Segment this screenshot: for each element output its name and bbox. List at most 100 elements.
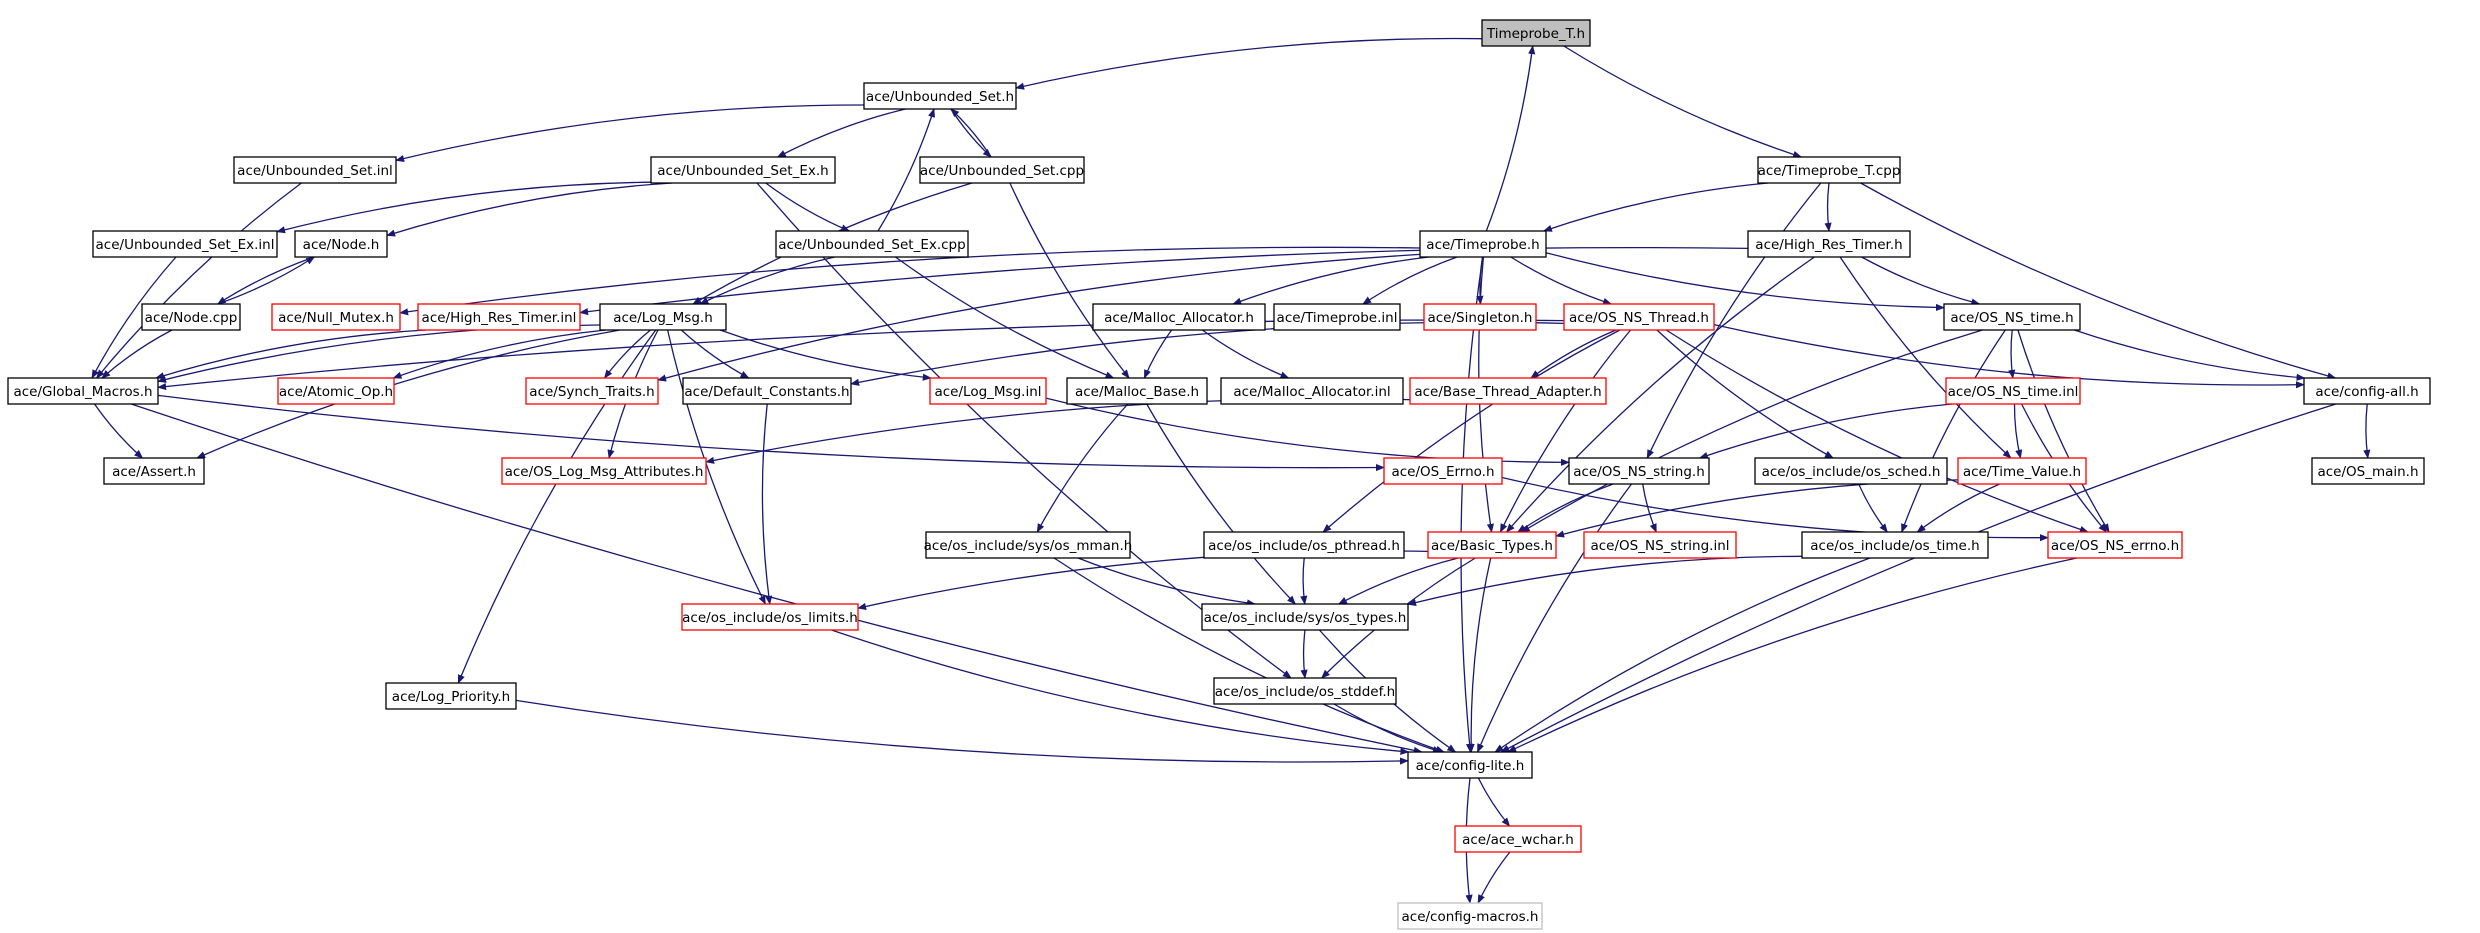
edge-os-ns-thread-h-to-os-ns-errno-h	[1665, 329, 2089, 533]
graph-node-os-log-msg-attributes-h[interactable]: ace/OS_Log_Msg_Attributes.h	[501, 457, 707, 485]
edge-os-ns-thread-h-to-base-thread-adapter-h	[1530, 329, 1617, 379]
node-label: ace/Timeprobe_T.cpp	[1758, 163, 1901, 179]
node-label: ace/OS_NS_Thread.h	[1569, 310, 1709, 326]
graph-node-os-ns-string-h[interactable]: ace/OS_NS_string.h	[1568, 457, 1710, 485]
graph-node-unbounded-set-cpp[interactable]: ace/Unbounded_Set.cpp	[919, 156, 1085, 184]
graph-node-assert-h[interactable]: ace/Assert.h	[103, 457, 205, 485]
node-box	[1563, 303, 1715, 331]
graph-node-timeprobe-inl[interactable]: ace/Timeprobe.inl	[1273, 303, 1401, 331]
graph-node-log-priority-h[interactable]: ace/Log_Priority.h	[385, 682, 517, 710]
graph-node-os-errno-h[interactable]: ace/OS_Errno.h	[1383, 457, 1503, 485]
graph-node-timeprobe-t-cpp[interactable]: ace/Timeprobe_T.cpp	[1757, 156, 1901, 184]
edge-timeprobe-h-to-synch-traits-h	[657, 253, 1421, 382]
node-label: ace/Unbounded_Set_Ex.inl	[96, 237, 275, 253]
graph-node-null-mutex-h[interactable]: ace/Null_Mutex.h	[271, 303, 401, 331]
graph-node-os-include-os-stddef-h[interactable]: ace/os_include/os_stddef.h	[1213, 677, 1397, 705]
edge-default-constants-h-to-os-include-os-limits-h	[761, 403, 773, 605]
graph-node-base-thread-adapter-h[interactable]: ace/Base_Thread_Adapter.h	[1409, 377, 1607, 405]
node-box	[1957, 457, 2087, 485]
edge-os-ns-string-h-to-config-lite-h	[1476, 483, 1633, 753]
node-label: ace/Null_Mutex.h	[278, 310, 394, 326]
edge-os-ns-time-h-to-config-all-h	[2074, 329, 2306, 381]
graph-node-atomic-op-h[interactable]: ace/Atomic_Op.h	[277, 377, 395, 405]
node-box	[417, 303, 581, 331]
node-box	[1066, 377, 1208, 405]
node-box	[294, 230, 388, 258]
node-label: ace/Unbounded_Set_Ex.h	[657, 163, 828, 179]
graph-node-malloc-allocator-inl[interactable]: ace/Malloc_Allocator.inl	[1220, 377, 1404, 405]
graph-node-os-ns-thread-h[interactable]: ace/OS_NS_Thread.h	[1563, 303, 1715, 331]
graph-node-config-all-h[interactable]: ace/config-all.h	[2303, 377, 2431, 405]
graph-node-os-include-sys-os-types-h[interactable]: ace/os_include/sys/os_types.h	[1201, 603, 1409, 631]
graph-node-default-constants-h[interactable]: ace/Default_Constants.h	[682, 377, 852, 405]
edge-config-all-h-to-os-main-h	[2363, 403, 2371, 459]
node-label: ace/config-lite.h	[1416, 758, 1525, 774]
graph-node-unbounded-set-ex-cpp[interactable]: ace/Unbounded_Set_Ex.cpp	[775, 230, 969, 258]
node-label: ace/OS_NS_time.inl	[1948, 384, 2079, 400]
graph-node-unbounded-set-ex-h[interactable]: ace/Unbounded_Set_Ex.h	[650, 156, 836, 184]
graph-node-unbounded-set-inl[interactable]: ace/Unbounded_Set.inl	[233, 156, 397, 184]
graph-node-os-ns-string-inl[interactable]: ace/OS_NS_string.inl	[1583, 531, 1737, 559]
edge-malloc-allocator-h-to-malloc-base-h	[1143, 329, 1173, 379]
graph-node-node-cpp[interactable]: ace/Node.cpp	[141, 303, 241, 331]
node-label: ace/os_include/os_limits.h	[682, 610, 858, 626]
edge-node-cpp-to-global-macros-h	[101, 329, 173, 379]
graph-node-config-lite-h[interactable]: ace/config-lite.h	[1407, 751, 1533, 779]
graph-node-config-macros-h[interactable]: ace/config-macros.h	[1397, 902, 1543, 930]
graph-node-os-include-sys-os-mman-h[interactable]: ace/os_include/sys/os_mman.h	[924, 531, 1133, 559]
graph-node-os-include-os-pthread-h[interactable]: ace/os_include/os_pthread.h	[1203, 531, 1405, 559]
graph-node-os-include-os-limits-h[interactable]: ace/os_include/os_limits.h	[681, 603, 859, 631]
edge-unbounded-set-ex-cpp-to-unbounded-set-h	[877, 108, 935, 232]
node-box	[2303, 377, 2431, 405]
node-label: ace/Unbounded_Set_Ex.cpp	[778, 237, 965, 253]
graph-node-os-ns-errno-h[interactable]: ace/OS_NS_errno.h	[2047, 531, 2183, 559]
graph-node-os-include-os-time-h[interactable]: ace/os_include/os_time.h	[1801, 531, 1989, 559]
edge-os-ns-thread-h-to-default-constants-h	[850, 321, 1565, 386]
edge-unbounded-set-ex-inl-to-global-macros-h	[91, 256, 177, 379]
graph-node-unbounded-set-h[interactable]: ace/Unbounded_Set.h	[863, 82, 1017, 110]
graph-node-global-macros-h[interactable]: ace/Global_Macros.h	[7, 377, 159, 405]
node-label: ace/Node.cpp	[145, 310, 238, 326]
edge-os-ns-time-inl-to-os-ns-string-h	[1698, 403, 1953, 459]
edge-log-msg-h-to-os-include-os-limits-h	[666, 329, 766, 605]
graph-node-timeprobe-h[interactable]: ace/Timeprobe.h	[1419, 230, 1547, 258]
edge-timeprobe-t-cpp-to-timeprobe-h	[1542, 182, 1769, 232]
node-box	[277, 377, 395, 405]
edge-malloc-allocator-h-to-malloc-allocator-inl	[1202, 329, 1290, 379]
edge-timeprobe-t-cpp-to-high-res-timer-h	[1824, 182, 1832, 232]
edge-basic-types-h-to-os-include-sys-os-types-h	[1338, 557, 1459, 605]
node-label: ace/High_Res_Timer.inl	[422, 310, 577, 326]
graph-nodes: Timeprobe_T.hace/Unbounded_Set.hace/Time…	[7, 19, 2431, 930]
edge-timeprobe-h-to-os-ns-thread-h	[1510, 256, 1613, 305]
node-label: ace/Basic_Types.h	[1431, 538, 1553, 554]
graph-node-log-msg-h[interactable]: ace/Log_Msg.h	[599, 303, 727, 331]
edge-log-msg-h-to-assert-h	[196, 329, 621, 459]
node-box	[863, 82, 1017, 110]
graph-node-log-msg-inl[interactable]: ace/Log_Msg.inl	[929, 377, 1047, 405]
edge-timeprobe-h-to-malloc-allocator-h	[1232, 256, 1429, 305]
graph-node-os-main-h[interactable]: ace/OS_main.h	[2311, 457, 2425, 485]
node-box	[1454, 825, 1582, 853]
graph-node-ace-wchar-h[interactable]: ace/ace_wchar.h	[1454, 825, 1582, 853]
graph-node-basic-types-h[interactable]: ace/Basic_Types.h	[1427, 531, 1557, 559]
graph-node-singleton-h[interactable]: ace/Singleton.h	[1423, 303, 1537, 331]
graph-node-time-value-h[interactable]: ace/Time_Value.h	[1957, 457, 2087, 485]
edge-os-ns-time-h-to-basic-types-h	[1520, 329, 1983, 533]
graph-node-malloc-base-h[interactable]: ace/Malloc_Base.h	[1066, 377, 1208, 405]
edge-unbounded-set-ex-h-to-unbounded-set-ex-cpp	[765, 182, 851, 232]
node-box	[682, 377, 852, 405]
graph-node-os-ns-time-h[interactable]: ace/OS_NS_time.h	[1943, 303, 2081, 331]
graph-node-high-res-timer-inl[interactable]: ace/High_Res_Timer.inl	[417, 303, 581, 331]
edge-timeprobe-t-cpp-to-config-all-h	[1860, 182, 2337, 380]
graph-node-node-h[interactable]: ace/Node.h	[294, 230, 388, 258]
graph-node-malloc-allocator-h[interactable]: ace/Malloc_Allocator.h	[1092, 303, 1266, 331]
node-box	[141, 303, 241, 331]
node-box	[1481, 19, 1591, 47]
graph-node-unbounded-set-ex-inl[interactable]: ace/Unbounded_Set_Ex.inl	[92, 230, 278, 258]
graph-node-os-ns-time-inl[interactable]: ace/OS_NS_time.inl	[1945, 377, 2081, 405]
node-box	[1213, 677, 1397, 705]
graph-node-synch-traits-h[interactable]: ace/Synch_Traits.h	[525, 377, 659, 405]
node-label: ace/Atomic_Op.h	[279, 384, 393, 400]
graph-node-os-include-os-sched-h[interactable]: ace/os_include/os_sched.h	[1754, 457, 1948, 485]
graph-node-high-res-timer-h[interactable]: ace/High_Res_Timer.h	[1747, 230, 1911, 258]
